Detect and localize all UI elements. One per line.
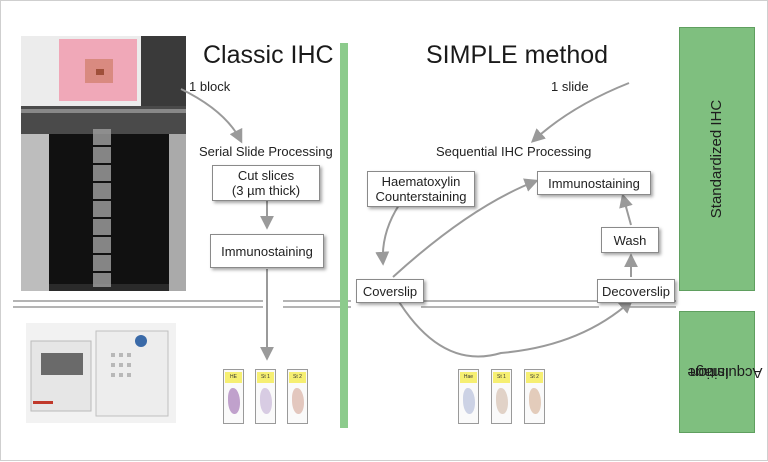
image-acquisition-label: Image Acquisition [687, 336, 762, 409]
standardized-ihc-label: Standardized IHC [708, 99, 725, 219]
tissue-stain [228, 388, 240, 414]
cut-slices-line1: Cut slices [237, 168, 295, 183]
slide-label: Hae [460, 372, 477, 383]
slide-label: St 2 [289, 372, 306, 383]
classic-process-label: Serial Slide Processing [199, 144, 333, 159]
cut-slices-box: Cut slices (3 µm thick) [212, 165, 320, 201]
classic-immunostaining-box: Immunostaining [210, 234, 324, 268]
simple-immunostaining-box: Immunostaining [537, 171, 651, 195]
coverslip-label: Coverslip [362, 283, 418, 299]
slide-scanner-photo [26, 323, 176, 423]
section-divider [13, 300, 676, 308]
classic-slide-st1: St 1 [255, 369, 276, 424]
standardized-ihc-panel: Standardized IHC [679, 27, 755, 291]
image-acquisition-panel: Image Acquisition [679, 311, 762, 433]
classic-ihc-title: Classic IHC [203, 41, 334, 69]
classic-arrows [180, 88, 274, 361]
tissue-stain [463, 388, 475, 414]
simple-slide-hae: Hae [458, 369, 479, 424]
haematoxylin-line1: Haematoxylin [381, 174, 461, 189]
decoverslip-label: Decoverslip [602, 283, 670, 299]
simple-method-title: SIMPLE method [426, 41, 609, 69]
classic-slide-he: HE [223, 369, 244, 424]
microtome-photo [21, 36, 186, 291]
simple-process-label: Sequential IHC Processing [436, 144, 592, 159]
simple-input-label: 1 slide [551, 79, 589, 94]
classic-immunostaining-label: Immunostaining [221, 243, 313, 259]
simple-arrows [375, 82, 638, 358]
simple-slide-st1: St 1 [491, 369, 512, 424]
slide-label: St 1 [257, 372, 274, 383]
wash-label: Wash [613, 232, 647, 248]
decoverslip-box: Decoverslip [597, 279, 675, 303]
haematoxylin-box: Haematoxylin Counterstaining [367, 171, 475, 207]
slide-label: HE [225, 372, 242, 383]
tissue-stain [496, 388, 508, 414]
simple-slide-st2: St 2 [524, 369, 545, 424]
image-acquisition-line2: Acquisition [689, 364, 763, 381]
tissue-stain [292, 388, 304, 414]
cut-slices-line2: (3 µm thick) [231, 183, 301, 198]
coverslip-box: Coverslip [356, 279, 424, 303]
tissue-stain [260, 388, 272, 414]
classic-slide-st2: St 2 [287, 369, 308, 424]
haematoxylin-line2: Counterstaining [375, 189, 467, 204]
simple-immunostaining-label: Immunostaining [548, 175, 640, 191]
tissue-stain [529, 388, 541, 414]
slide-label: St 2 [526, 372, 543, 383]
method-separator [340, 43, 348, 428]
classic-input-label: 1 block [189, 79, 231, 94]
slide-label: St 1 [493, 372, 510, 383]
wash-box: Wash [601, 227, 659, 253]
